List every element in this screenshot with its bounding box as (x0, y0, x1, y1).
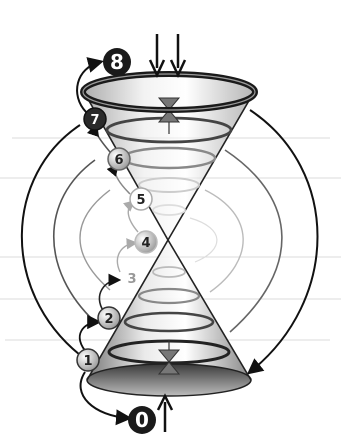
svg-text:1: 1 (83, 354, 92, 369)
step-ball-5: 5 (130, 188, 152, 210)
step-ball-2: 2 (98, 307, 120, 329)
svg-text:3: 3 (127, 272, 136, 287)
outer-loop-right (250, 110, 318, 372)
step-ball-4: 4 (135, 231, 157, 253)
badge-8-label: 8 (110, 50, 124, 74)
step-ball-7: 7 (84, 108, 106, 130)
svg-text:5: 5 (136, 193, 145, 208)
up-arrow-icon (158, 396, 172, 432)
step-label-3: 3 (127, 272, 136, 287)
double-down-arrow-icon (150, 34, 185, 75)
badge-0: 0 (128, 406, 156, 434)
step-ball-1: 1 (77, 349, 99, 371)
badge-0-label: 0 (135, 408, 149, 432)
svg-text:6: 6 (114, 153, 123, 168)
outer-loop-left (22, 125, 80, 355)
svg-text:7: 7 (90, 113, 99, 128)
svg-text:2: 2 (104, 312, 113, 327)
svg-text:4: 4 (141, 236, 150, 251)
step-ball-6: 6 (108, 148, 130, 170)
badge-8: 8 (103, 48, 131, 76)
